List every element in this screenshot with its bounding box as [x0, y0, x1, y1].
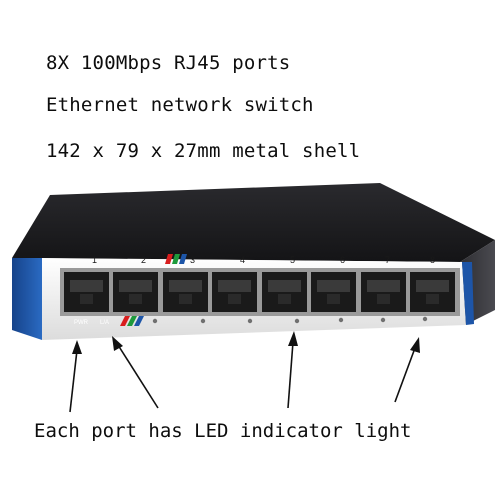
rj45-port — [361, 272, 406, 312]
callout-arrow-right-led — [394, 337, 420, 403]
led-indicator — [294, 318, 300, 324]
port-number: 2 — [141, 255, 146, 265]
switch-side-accent-right — [462, 262, 474, 325]
led-indicator — [338, 317, 344, 323]
port-number: 4 — [240, 255, 245, 265]
rj45-port — [64, 272, 109, 312]
stripe-blue — [179, 254, 187, 264]
headline-line-3: 142 x 79 x 27mm metal shell — [46, 140, 361, 162]
port-number: 7 — [385, 255, 390, 265]
switch-side-accent-left — [12, 258, 42, 340]
led-indicator — [200, 318, 206, 324]
port-number: 5 — [290, 255, 295, 265]
headline-line-2: Ethernet network switch — [46, 94, 314, 116]
led-indicator — [247, 318, 253, 324]
link-led-label: L/A — [100, 320, 109, 326]
rj45-port — [410, 272, 455, 312]
callout-arrow-power-led — [69, 340, 82, 413]
rj45-port — [311, 272, 356, 312]
port-number: 3 — [190, 255, 195, 265]
led-indicator — [422, 316, 428, 322]
stripe-green-lower — [127, 316, 137, 326]
port-number: 8 — [430, 255, 435, 265]
stripe-red-lower — [120, 316, 130, 326]
power-led-label: PWR — [74, 320, 89, 326]
callout-arrow-port-led — [287, 331, 298, 409]
stripe-red — [165, 254, 173, 264]
port-number: 6 — [340, 255, 345, 265]
rj45-port — [212, 272, 257, 312]
stripe-blue-lower — [134, 316, 144, 326]
callout-arrow-link-led — [112, 336, 159, 409]
stripe-green — [172, 254, 180, 264]
led-indicator — [152, 318, 158, 324]
rj45-port — [113, 272, 158, 312]
led-caption: Each port has LED indicator light — [34, 420, 412, 442]
port-number: 1 — [92, 255, 97, 265]
rj45-port — [262, 272, 307, 312]
led-indicator — [380, 317, 386, 323]
rj45-port — [163, 272, 208, 312]
headline-line-1: 8X 100Mbps RJ45 ports — [46, 52, 291, 74]
switch-top-surface — [12, 183, 495, 262]
